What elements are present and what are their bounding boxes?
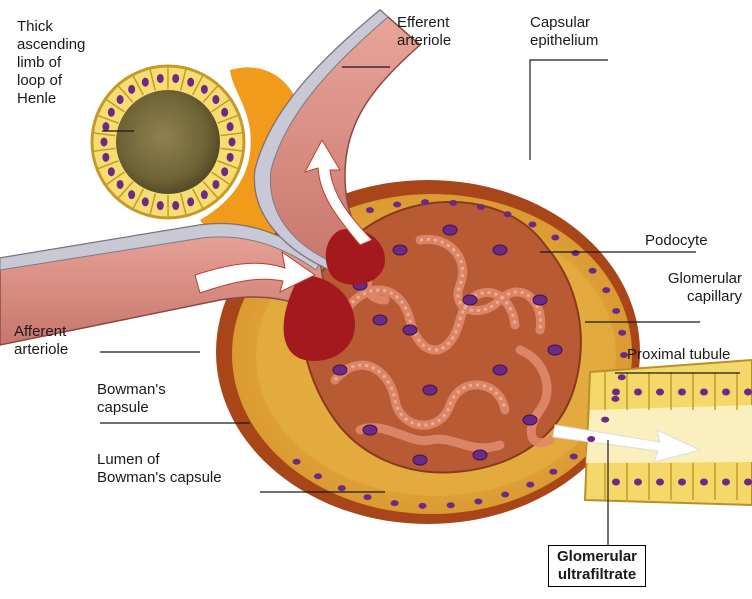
capsule-cell-nucleus [314,473,322,479]
capsule-cell-nucleus [601,417,609,423]
capsule-cell-nucleus [618,374,626,380]
capsule-cell-nucleus [421,199,429,205]
podocyte-nucleus [373,315,387,325]
tubule-cell-nucleus [744,389,752,396]
label-afferent-arteriole: Afferent arteriole [14,323,68,359]
podocyte-nucleus [473,450,487,460]
tubule-cell-nucleus [634,479,642,486]
podocyte-nucleus [423,385,437,395]
podocyte-nucleus [403,325,417,335]
tubule-cell-nucleus [678,479,686,486]
limb-cell-nucleus [101,138,108,147]
label-glomerular-capillary: Glomerular capillary [652,270,742,306]
tubule-cell-nucleus [634,389,642,396]
tubule-cell-nucleus [722,479,730,486]
tubule-cell-nucleus [656,389,664,396]
tubule-cell-nucleus [722,389,730,396]
podocyte-nucleus [493,365,507,375]
limb-cell-nucleus [172,74,179,83]
capsule-cell-nucleus [366,207,374,213]
capsule-cell-nucleus [549,469,557,475]
limb-cell-nucleus [102,122,109,131]
capsule-cell-nucleus [393,202,401,208]
tubule-cell-nucleus [700,479,708,486]
limb-cell-nucleus [187,197,194,206]
podocyte-nucleus [463,295,477,305]
podocyte-nucleus [443,225,457,235]
label-proximal-tubule: Proximal tubule [627,346,730,364]
capsule-cell-nucleus [338,485,346,491]
label-lumen-of-bowmans-capsule: Lumen of Bowman's capsule [97,451,222,487]
limb-cell-nucleus [128,190,135,199]
capsule-cell-nucleus [571,250,579,256]
podocyte-nucleus [333,365,347,375]
podocyte-nucleus [393,245,407,255]
capsule-cell-nucleus [528,221,536,227]
capsule-cell-nucleus [447,502,455,508]
limb-cell-nucleus [128,85,135,94]
limb-cell-nucleus [172,201,179,210]
limb-cell-nucleus [157,74,164,83]
label-efferent-arteriole: Efferent arteriole [397,14,451,50]
capsule-cell-nucleus [526,482,534,488]
limb-cell-nucleus [102,153,109,162]
thick-ascending-limb [92,66,244,218]
limb-cell-nucleus [221,108,228,117]
podocyte-nucleus [493,245,507,255]
tubule-cell-nucleus [744,479,752,486]
limb-cell-nucleus [212,95,219,104]
capsule-cell-nucleus [419,503,427,509]
tubule-cell-nucleus [700,389,708,396]
limb-cell-nucleus [187,78,194,87]
capsule-cell-nucleus [293,459,301,465]
capsule-cell-nucleus [501,492,509,498]
tubule-cell-nucleus [612,479,620,486]
podocyte-nucleus [548,345,562,355]
capsule-cell-nucleus [611,396,619,402]
capsule-cell-nucleus [503,211,511,217]
podocyte-nucleus [523,415,537,425]
label-bowmans-capsule: Bowman's capsule [97,381,166,417]
label-podocyte: Podocyte [645,232,708,250]
tubule-cell-nucleus [612,389,620,396]
limb-cell-nucleus [212,180,219,189]
podocyte-nucleus [363,425,377,435]
label-thick-ascending-limb: Thick ascending limb of loop of Henle [17,18,85,108]
capsule-cell-nucleus [477,204,485,210]
label-capsular-epithelium: Capsular epithelium [530,14,598,50]
capsule-cell-nucleus [364,494,372,500]
capsule-cell-nucleus [587,436,595,442]
limb-cell-nucleus [117,180,124,189]
limb-cell-nucleus [142,78,149,87]
capsule-cell-nucleus [474,498,482,504]
tubule-cell-nucleus [656,479,664,486]
limb-cell-nucleus [221,167,228,176]
limb-cell-nucleus [108,108,115,117]
limb-cell-nucleus [227,122,234,131]
capsule-cell-nucleus [612,308,620,314]
limb-cell-nucleus [117,95,124,104]
label-glomerular-ultrafiltrate: Glomerular ultrafiltrate [548,545,646,587]
limb-cell-nucleus [201,85,208,94]
podocyte-nucleus [413,455,427,465]
limb-cell-nucleus [201,190,208,199]
capsule-cell-nucleus [551,234,559,240]
tubule-cell-nucleus [678,389,686,396]
limb-cell-nucleus [157,201,164,210]
limb-cell-nucleus [142,197,149,206]
limb-cell-nucleus [229,138,236,147]
capsule-cell-nucleus [391,500,399,506]
capsule-cell-nucleus [602,287,610,293]
podocyte-nucleus [533,295,547,305]
capsule-cell-nucleus [589,268,597,274]
limb-cell-nucleus [227,153,234,162]
capsule-cell-nucleus [570,453,578,459]
limb-cell-nucleus [108,167,115,176]
capsule-cell-nucleus [449,200,457,206]
capsule-cell-nucleus [618,330,626,336]
